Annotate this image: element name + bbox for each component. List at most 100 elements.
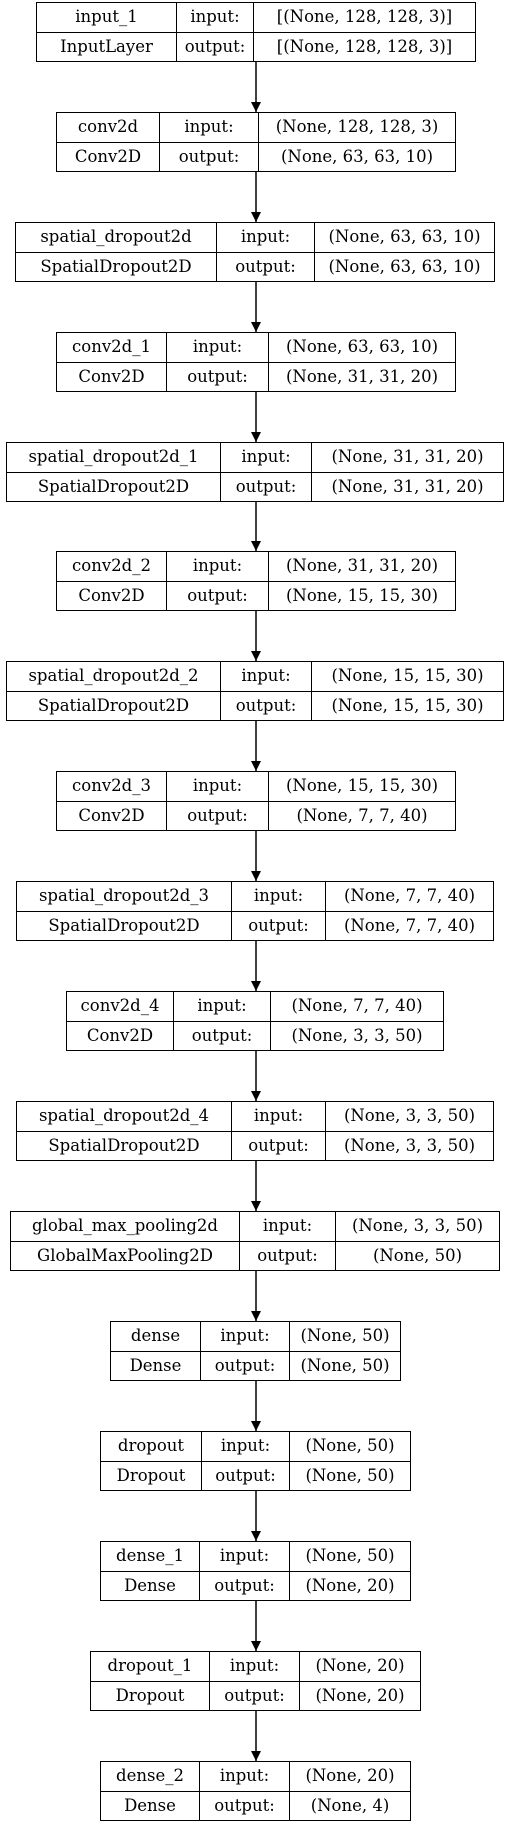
layer-name: dropout [117, 1436, 185, 1456]
layer-name: dense_2 [116, 1766, 184, 1786]
input-label: input: [220, 443, 311, 472]
input-label: input: [209, 1652, 299, 1681]
output-shape: (None, 3, 3, 50) [325, 1132, 493, 1160]
output-label: output: [166, 363, 268, 391]
layer-row-output: Dense output:(None, 50) [111, 1351, 400, 1380]
layer-name: conv2d_4 [80, 996, 160, 1016]
input-shape: (None, 128, 128, 3) [258, 113, 455, 142]
layer-type: Conv2D [86, 1025, 154, 1045]
layer-row-output: Conv2D output:(None, 63, 63, 10) [57, 142, 455, 171]
output-shape: (None, 7, 7, 40) [268, 802, 455, 830]
input-shape: (None, 50) [289, 1542, 410, 1571]
input-shape: (None, 7, 7, 40) [325, 882, 493, 911]
output-label: output: [199, 1792, 289, 1820]
input-shape: (None, 20) [289, 1762, 410, 1791]
layer-type: GlobalMaxPooling2D [37, 1245, 213, 1265]
layer-row-output: Dropout output:(None, 20) [91, 1681, 420, 1710]
input-shape: (None, 15, 15, 30) [311, 662, 503, 691]
output-shape: (None, 15, 15, 30) [268, 582, 455, 610]
input-label: input: [199, 1762, 289, 1791]
output-shape: (None, 50) [335, 1242, 499, 1270]
layer-type: SpatialDropout2D [37, 476, 190, 496]
layer-type: Conv2D [78, 805, 145, 825]
layer-node-spatial-dropout2d-2: spatial_dropout2d_2 input:(None, 15, 15, … [6, 661, 504, 721]
layer-type: SpatialDropout2D [40, 256, 192, 276]
output-label: output: [209, 1682, 299, 1710]
output-label: output: [199, 1572, 289, 1600]
input-shape: (None, 50) [289, 1322, 400, 1351]
output-label: output: [176, 33, 253, 61]
layer-type: Conv2D [74, 146, 142, 166]
layer-name: spatial_dropout2d_3 [38, 886, 210, 906]
input-label: input: [231, 882, 325, 911]
layer-name: spatial_dropout2d [40, 227, 192, 247]
output-shape: (None, 50) [289, 1352, 400, 1380]
layer-type: Dense [129, 1355, 182, 1375]
input-shape: (None, 15, 15, 30) [268, 772, 455, 801]
output-shape: (None, 15, 15, 30) [311, 692, 503, 720]
output-shape: [(None, 128, 128, 3)] [253, 33, 475, 61]
layer-type: SpatialDropout2D [48, 1135, 200, 1155]
output-shape: (None, 3, 3, 50) [270, 1022, 443, 1050]
input-shape: (None, 31, 31, 20) [268, 552, 455, 581]
output-shape: (None, 63, 63, 10) [258, 143, 455, 171]
output-label: output: [231, 912, 325, 940]
layer-node-spatial-dropout2d-3: spatial_dropout2d_3 input:(None, 7, 7, 40… [16, 881, 494, 941]
layer-name: global_max_pooling2d [32, 1216, 218, 1236]
output-label: output: [200, 1352, 289, 1380]
input-label: input: [216, 223, 314, 252]
input-shape: (None, 63, 63, 10) [268, 333, 455, 362]
layer-name: input_1 [75, 7, 138, 27]
layer-type: Dropout [116, 1465, 186, 1485]
input-label: input: [220, 662, 311, 691]
output-label: output: [173, 1022, 270, 1050]
input-label: input: [200, 1322, 289, 1351]
layer-name: dense_1 [116, 1546, 184, 1566]
input-label: input: [166, 772, 268, 801]
output-shape: (None, 20) [299, 1682, 420, 1710]
output-shape: (None, 31, 31, 20) [268, 363, 455, 391]
input-shape: (None, 3, 3, 50) [325, 1102, 493, 1131]
output-shape: (None, 7, 7, 40) [325, 912, 493, 940]
layer-type: SpatialDropout2D [48, 915, 200, 935]
layer-row-output: Conv2D output:(None, 3, 3, 50) [67, 1021, 443, 1050]
layer-type: Conv2D [78, 585, 145, 605]
layer-name: dropout_1 [107, 1656, 193, 1676]
layer-row-output: Conv2D output:(None, 15, 15, 30) [57, 581, 455, 610]
output-shape: (None, 4) [289, 1792, 410, 1820]
output-label: output: [159, 143, 258, 171]
layer-name: spatial_dropout2d_2 [28, 666, 199, 686]
input-shape: (None, 31, 31, 20) [311, 443, 503, 472]
output-label: output: [231, 1132, 325, 1160]
input-shape: [(None, 128, 128, 3)] [253, 3, 475, 32]
layer-row-input: dense_2 input:(None, 20) [101, 1762, 410, 1791]
output-label: output: [166, 582, 268, 610]
layer-type: Dropout [115, 1685, 185, 1705]
output-shape: (None, 50) [289, 1462, 410, 1490]
